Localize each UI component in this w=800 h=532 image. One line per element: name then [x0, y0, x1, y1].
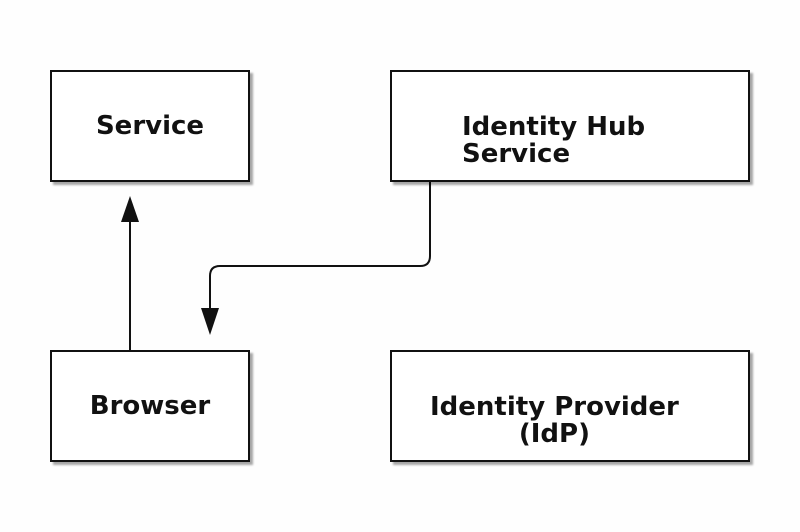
identity-hub-label-line1: Identity Hub: [462, 112, 646, 142]
identity-provider-node[interactable]: Identity Provider (IdP): [390, 350, 750, 462]
identity-hub-service-node[interactable]: Identity Hub Service: [390, 70, 750, 182]
browser-node[interactable]: Browser: [50, 350, 250, 462]
service-node[interactable]: Service: [50, 70, 250, 182]
arrowhead-to-service: [121, 196, 139, 222]
browser-node-label: Browser: [89, 390, 211, 421]
identity-provider-label-line1: Identity Provider: [430, 392, 679, 422]
identity-provider-label-line2: (IdP): [518, 419, 590, 449]
identity-hub-service-label: Identity Hub Service: [462, 114, 645, 168]
arrowhead-to-browser: [201, 308, 219, 335]
identity-provider-label: Identity Provider (IdP): [430, 394, 679, 448]
service-node-label: Service: [95, 110, 205, 141]
edge-hub-to-browser: [209, 182, 431, 308]
identity-hub-label-line2: Service: [462, 139, 571, 169]
